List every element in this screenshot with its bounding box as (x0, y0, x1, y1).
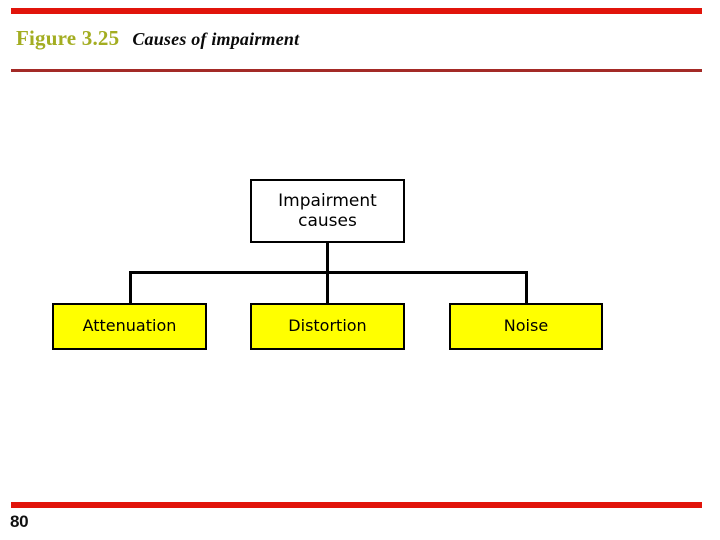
node-attenuation[interactable]: Attenuation (52, 303, 211, 354)
figure-caption: Causes of impairment (132, 29, 300, 49)
page-number: 80 (10, 512, 29, 531)
footer-rule (11, 502, 702, 508)
node-noise[interactable]: Noise (449, 303, 607, 354)
node-distortion[interactable]: Distortion (250, 303, 409, 354)
node-noise-label: Noise (503, 316, 549, 336)
header-rule-top (11, 8, 702, 14)
node-root-label: Impairment causes (278, 191, 377, 231)
connector-drop-left (129, 271, 132, 304)
node-distortion-label: Distortion (288, 316, 367, 336)
connector-bus (129, 271, 528, 274)
header-rule-under-title (11, 69, 702, 72)
connector-drop-right (525, 271, 528, 304)
figure-label: Figure 3.25 (16, 26, 120, 50)
node-root-label-line2: causes (298, 211, 357, 231)
node-root-label-line1: Impairment (278, 190, 377, 211)
page-title: Figure 3.25 Causes of impairment (16, 28, 299, 49)
node-attenuation-label: Attenuation (82, 316, 177, 336)
node-impairment-causes[interactable]: Impairment causes (250, 179, 409, 247)
